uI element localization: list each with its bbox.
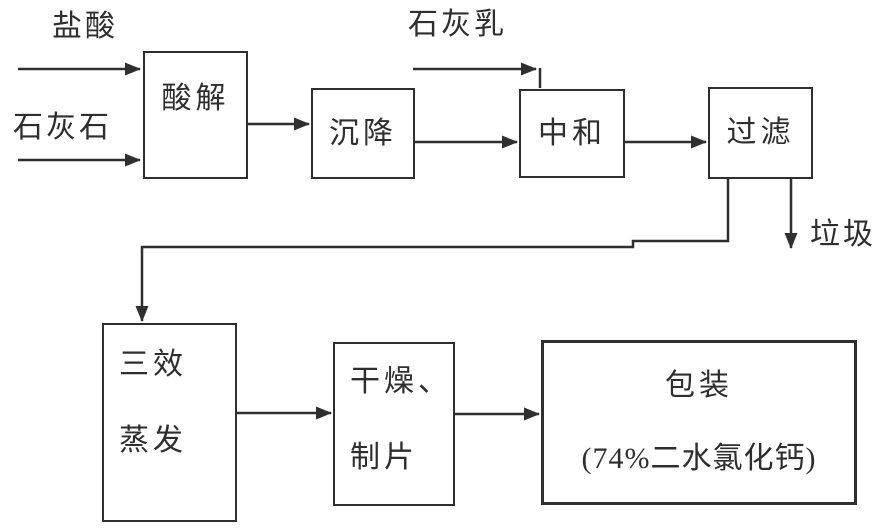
process-box-label-line1: 干燥、 [350,365,452,398]
label-hydrochloric-acid: 盐酸 [52,10,118,43]
arrow-filtration-to-evaporation [135,179,730,322]
process-box-sedimentation: 沉降 [311,88,415,179]
process-box-packaging: 包装 (74%二水氯化钙) [541,340,857,505]
process-box-label-line2: 制片 [350,441,418,474]
process-box-acid-decomposition: 酸解 [143,51,248,179]
process-box-label: 酸解 [161,82,230,115]
process-box-filtration: 过滤 [708,87,813,179]
process-box-label-line1: 包装 [665,369,733,402]
process-box-label-line2: (74%二水氯化钙) [581,442,817,475]
label-limestone: 石灰石 [13,111,112,144]
process-box-triple-effect-evaporation: 三效 蒸发 [102,323,237,522]
process-box-label: 过滤 [726,116,795,149]
label-waste: 垃圾 [810,218,876,251]
process-box-drying-flaking: 干燥、 制片 [333,342,455,506]
process-box-label-line2: 蒸发 [119,424,187,457]
label-lime-milk: 石灰乳 [408,8,507,41]
process-box-label: 沉降 [329,116,397,150]
process-box-label: 中和 [538,116,606,150]
process-box-neutralization: 中和 [519,89,625,178]
process-box-label-line1: 三效 [119,348,187,381]
